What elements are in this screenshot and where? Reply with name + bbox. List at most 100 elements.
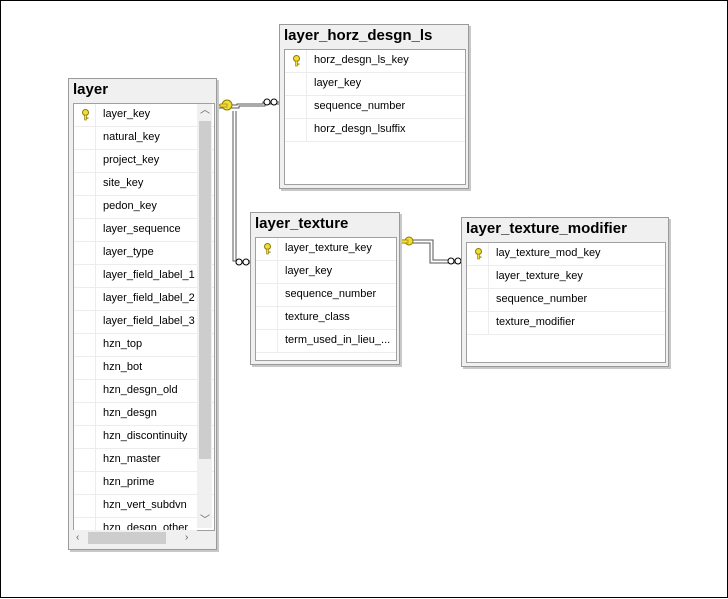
scroll-thumb[interactable] (199, 121, 211, 459)
table-layer-texture[interactable]: layer_texture layer_texture_key layer_key… (250, 212, 400, 365)
row-selector (256, 330, 278, 352)
column-name: hzn_desgn_old (103, 384, 178, 396)
row-selector (74, 495, 96, 517)
column-row[interactable]: site_key (74, 173, 214, 196)
column-list: horz_desgn_ls_key layer_key sequence_numbe… (284, 49, 466, 185)
column-name: layer_texture_key (285, 242, 372, 254)
column-row[interactable]: layer_sequence (74, 219, 214, 242)
table-title: layer_horz_desgn_ls (284, 27, 433, 44)
column-name: layer_field_label_2 (103, 292, 195, 304)
column-name: layer_sequence (103, 223, 181, 235)
key-icon (285, 50, 307, 72)
column-name: hzn_master (103, 453, 161, 465)
column-row[interactable]: texture_modifier (467, 312, 665, 335)
column-row[interactable]: layer_key (285, 73, 465, 96)
row-selector (256, 307, 278, 329)
column-name: site_key (103, 177, 144, 189)
row-selector (285, 73, 307, 95)
row-selector (74, 242, 96, 264)
column-name: pedon_key (103, 200, 157, 212)
column-name: layer_field_label_1 (103, 269, 195, 281)
row-selector (74, 311, 96, 333)
column-row[interactable]: texture_class (256, 307, 396, 330)
column-name: sequence_number (314, 100, 406, 112)
row-selector (467, 266, 489, 288)
column-row[interactable]: hzn_desgn_other (74, 518, 214, 530)
row-selector (74, 426, 96, 448)
key-icon (400, 236, 414, 246)
scroll-right-icon[interactable]: › (185, 532, 189, 543)
column-row[interactable]: hzn_bot (74, 357, 214, 380)
key-icon (74, 104, 96, 126)
column-name: hzn_prime (103, 476, 155, 488)
column-row[interactable]: layer_field_label_1 (74, 265, 214, 288)
row-selector (74, 173, 96, 195)
table-title: layer_texture (255, 215, 349, 232)
relationship-layer-texture[interactable] (232, 111, 251, 264)
row-selector (256, 261, 278, 283)
column-row[interactable]: layer_key (74, 104, 214, 127)
vertical-scrollbar[interactable]: ︿ ﹀ (197, 104, 212, 528)
column-name: lay_texture_mod_key (496, 247, 601, 259)
column-row[interactable]: hzn_master (74, 449, 214, 472)
row-selector (285, 119, 307, 141)
column-row[interactable]: horz_desgn_ls_key (285, 50, 465, 73)
column-row[interactable]: term_used_in_lieu_... (256, 330, 396, 353)
column-row[interactable]: hzn_discontinuity (74, 426, 214, 449)
column-row[interactable]: layer_field_label_3 (74, 311, 214, 334)
row-selector (467, 312, 489, 334)
column-row[interactable]: layer_type (74, 242, 214, 265)
column-name: layer_key (314, 77, 362, 89)
scroll-down-icon[interactable]: ﹀ (200, 515, 210, 526)
column-row[interactable]: sequence_number (285, 96, 465, 119)
column-row[interactable]: sequence_number (467, 289, 665, 312)
column-row[interactable]: horz_desgn_lsuffix (285, 119, 465, 142)
row-selector (285, 96, 307, 118)
column-row[interactable]: hzn_top (74, 334, 214, 357)
column-row[interactable]: hzn_prime (74, 472, 214, 495)
column-row[interactable]: project_key (74, 150, 214, 173)
column-row[interactable]: layer_texture_key (256, 238, 396, 261)
column-name: horz_desgn_ls_key (314, 54, 409, 66)
row-selector (74, 196, 96, 218)
table-layer-texture-modifier[interactable]: layer_texture_modifier lay_texture_mod_k… (461, 217, 669, 367)
column-row[interactable]: natural_key (74, 127, 214, 150)
column-row[interactable]: layer_key (256, 261, 396, 284)
column-row[interactable]: sequence_number (256, 284, 396, 307)
column-name: layer_texture_key (496, 270, 583, 282)
column-row[interactable]: hzn_desgn_old (74, 380, 214, 403)
row-selector (74, 265, 96, 287)
row-selector (74, 403, 96, 425)
relationship-texture-modifier[interactable] (400, 239, 462, 264)
horizontal-scrollbar[interactable]: ‹ › (73, 530, 197, 546)
scroll-thumb[interactable] (88, 532, 166, 544)
column-row[interactable]: pedon_key (74, 196, 214, 219)
column-row[interactable]: layer_texture_key (467, 266, 665, 289)
column-name: layer_key (285, 265, 333, 277)
column-row[interactable]: hzn_desgn (74, 403, 214, 426)
column-name: natural_key (103, 131, 160, 143)
column-row[interactable]: layer_field_label_2 (74, 288, 214, 311)
column-name: sequence_number (496, 293, 588, 305)
column-row[interactable]: hzn_vert_subdvn (74, 495, 214, 518)
key-icon (219, 99, 233, 111)
column-name: layer_field_label_3 (103, 315, 195, 327)
row-selector (74, 518, 96, 530)
scroll-up-icon[interactable]: ︿ (200, 105, 210, 116)
column-name: layer_key (103, 108, 151, 120)
column-list: layer_texture_key layer_key sequence_numbe… (255, 237, 397, 361)
key-icon (256, 238, 278, 260)
column-name: project_key (103, 154, 160, 166)
column-name: layer_type (103, 246, 154, 258)
row-selector (74, 127, 96, 149)
table-title: layer (73, 81, 109, 98)
scroll-left-icon[interactable]: ‹ (76, 532, 80, 543)
column-row[interactable]: lay_texture_mod_key (467, 243, 665, 266)
key-icon (467, 243, 489, 265)
